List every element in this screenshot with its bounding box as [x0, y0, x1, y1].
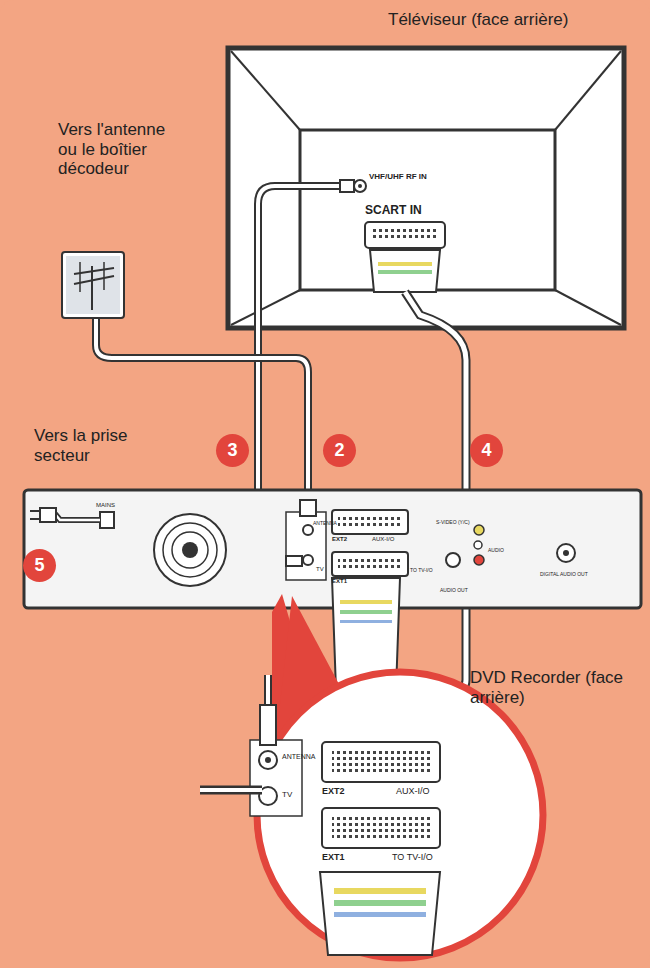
- callout-number: 5: [23, 549, 56, 582]
- port-label: EXT1: [322, 852, 345, 862]
- port-label: TO TV-I/O: [410, 568, 433, 574]
- antenna-note: Vers l'antenne ou le boîtier décodeur: [58, 120, 188, 179]
- port-label: ANTENNA: [282, 753, 315, 761]
- port-label: EXT2: [332, 536, 347, 543]
- callout-number: 4: [470, 434, 503, 467]
- device-heading: Téléviseur (face arrière): [388, 10, 638, 30]
- port-label: EXT2: [322, 786, 345, 796]
- port-label: TV: [316, 566, 324, 573]
- port-label: MAINS: [96, 502, 115, 509]
- port-label: EXT1: [332, 578, 347, 585]
- port-label: S-VIDEO (Y/C): [436, 520, 470, 526]
- port-label: AUDIO: [488, 548, 504, 554]
- callout-number: 2: [323, 434, 356, 467]
- port-label: TV: [282, 790, 292, 799]
- port-label: AUX-I/O: [396, 786, 430, 796]
- device-heading: DVD Recorder (face arrière): [470, 668, 645, 707]
- port-label: DIGITAL AUDIO OUT: [540, 572, 588, 578]
- port-label: AUX-I/O: [372, 536, 394, 543]
- port-label: SCART IN: [365, 204, 455, 218]
- port-label: TO TV-I/O: [392, 852, 433, 862]
- mains-note: Vers la prise secteur: [34, 426, 164, 465]
- callout-number: 3: [216, 434, 249, 467]
- port-label: ANTENNA: [313, 521, 337, 527]
- port-label: AUDIO OUT: [440, 588, 468, 594]
- port-label: VHF/UHF RF IN: [369, 172, 427, 181]
